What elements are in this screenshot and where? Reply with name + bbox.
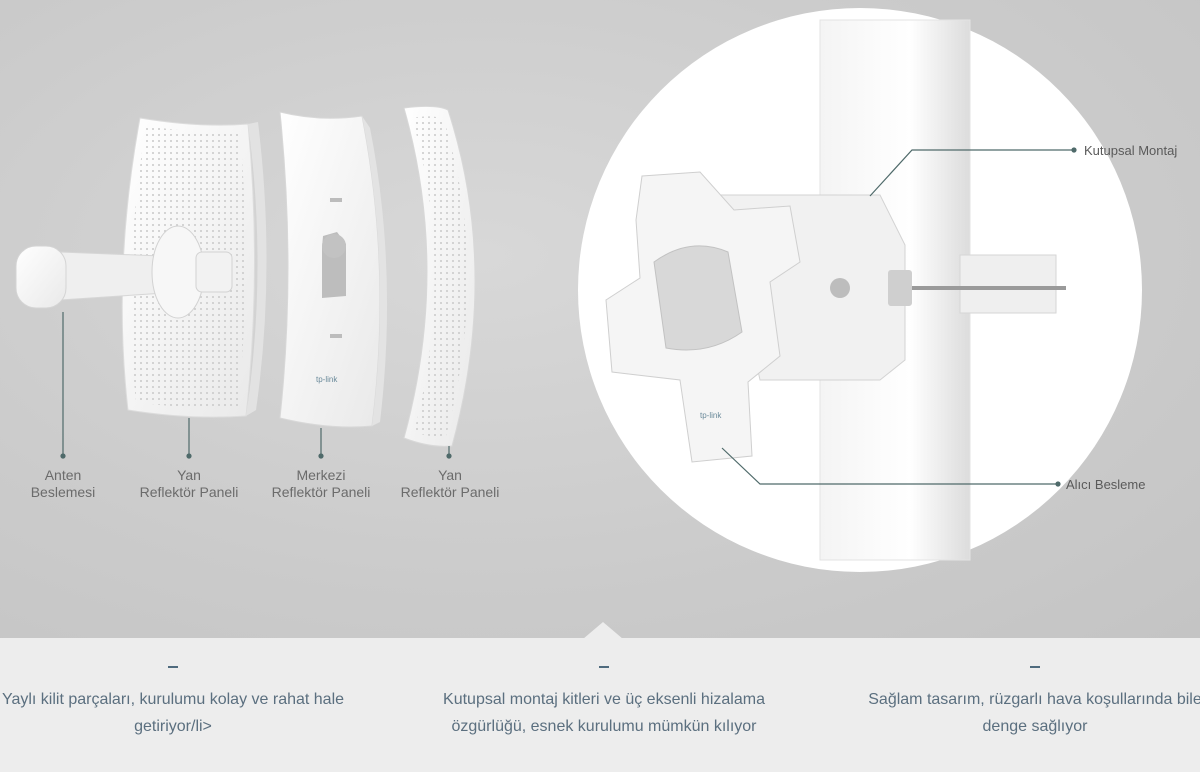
mount-detail-circle: tp-link: [578, 8, 1142, 572]
part-label-side-reflector-left: Yan Reflektör Paneli: [139, 467, 239, 500]
feature-text: Sağlam tasarım, rüzgarlı hava koşulların…: [868, 691, 1200, 735]
callout-feed: Alıcı Besleme: [1066, 477, 1146, 492]
svg-text:tp-link: tp-link: [316, 375, 338, 384]
side-reflector-panel-right: [403, 105, 476, 447]
exploded-view-illustration: tp-link tp-link: [15, 8, 1142, 572]
feature-spring-lock: Yaylı kilit parçaları, kurulumu kolay ve…: [0, 666, 353, 740]
svg-text:tp-link: tp-link: [700, 411, 722, 420]
central-reflector-panel: tp-link: [279, 111, 388, 428]
feature-dash: [599, 666, 609, 668]
callout-polar-mount: Kutupsal Montaj: [1084, 143, 1178, 158]
callout-leader-lines: [721, 147, 1077, 487]
feature-robust-design: Sağlam tasarım, rüzgarlı hava koşulların…: [855, 666, 1200, 740]
antenna-feed: [15, 225, 233, 319]
part-label-central-reflector: Merkezi Reflektör Paneli: [271, 467, 371, 500]
part-label-antenna-feed: Anten Beslemesi: [30, 467, 96, 500]
feature-panel: [0, 638, 1200, 772]
panel-notch: [583, 622, 623, 639]
feature-dash: [1030, 666, 1040, 668]
feature-text: Kutupsal montaj kitleri ve üç eksenli hi…: [443, 691, 765, 735]
product-stage: tp-link tp-link: [0, 0, 1200, 640]
feature-polar-mount: Kutupsal montaj kitleri ve üç eksenli hi…: [424, 666, 784, 740]
part-leader-lines: [60, 312, 452, 459]
feature-text: Yaylı kilit parçaları, kurulumu kolay ve…: [1, 691, 345, 735]
part-label-side-reflector-right: Yan Reflektör Paneli: [400, 467, 500, 500]
feature-dash: [168, 666, 178, 668]
